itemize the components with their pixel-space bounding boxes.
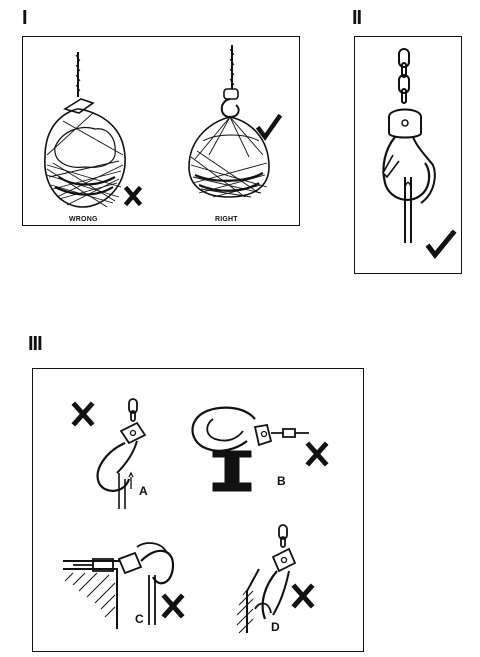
letter-b: B: [277, 474, 286, 488]
section-label-three: III: [28, 334, 42, 354]
x-mark-icon-b: [309, 445, 325, 463]
wrong-caption: WRONG: [69, 216, 98, 223]
side-load-beam-illustration: [193, 408, 310, 491]
x-mark-icon-c: [165, 597, 181, 615]
panel-one-drawing: WRONG RIGHT: [23, 37, 301, 227]
panel-three: A B: [32, 368, 364, 652]
section-label-two: II: [352, 8, 361, 28]
panel-two: [354, 36, 462, 274]
hook-with-chain-illustration: [383, 49, 435, 243]
letter-a: A: [139, 484, 148, 498]
check-mark-icon-two: [429, 233, 453, 255]
x-mark-icon-a: [75, 405, 91, 423]
panel-two-drawing: [355, 37, 463, 275]
right-sling-illustration: [189, 45, 269, 197]
letter-d: D: [271, 620, 280, 634]
panel-one: WRONG RIGHT: [22, 36, 300, 226]
right-caption: RIGHT: [215, 216, 238, 223]
hook-against-edge-illustration: [63, 543, 173, 629]
hook-tip-load-illustration: [98, 399, 145, 509]
section-label-one: I: [22, 8, 27, 28]
hook-body-on-edge-illustration: [237, 525, 295, 633]
x-mark-icon: [127, 189, 139, 203]
check-mark-icon: [259, 117, 279, 137]
letter-c: C: [135, 612, 144, 626]
x-mark-icon-d: [295, 587, 311, 605]
panel-three-drawing: A B: [33, 369, 365, 653]
wrong-sling-illustration: [45, 52, 125, 207]
